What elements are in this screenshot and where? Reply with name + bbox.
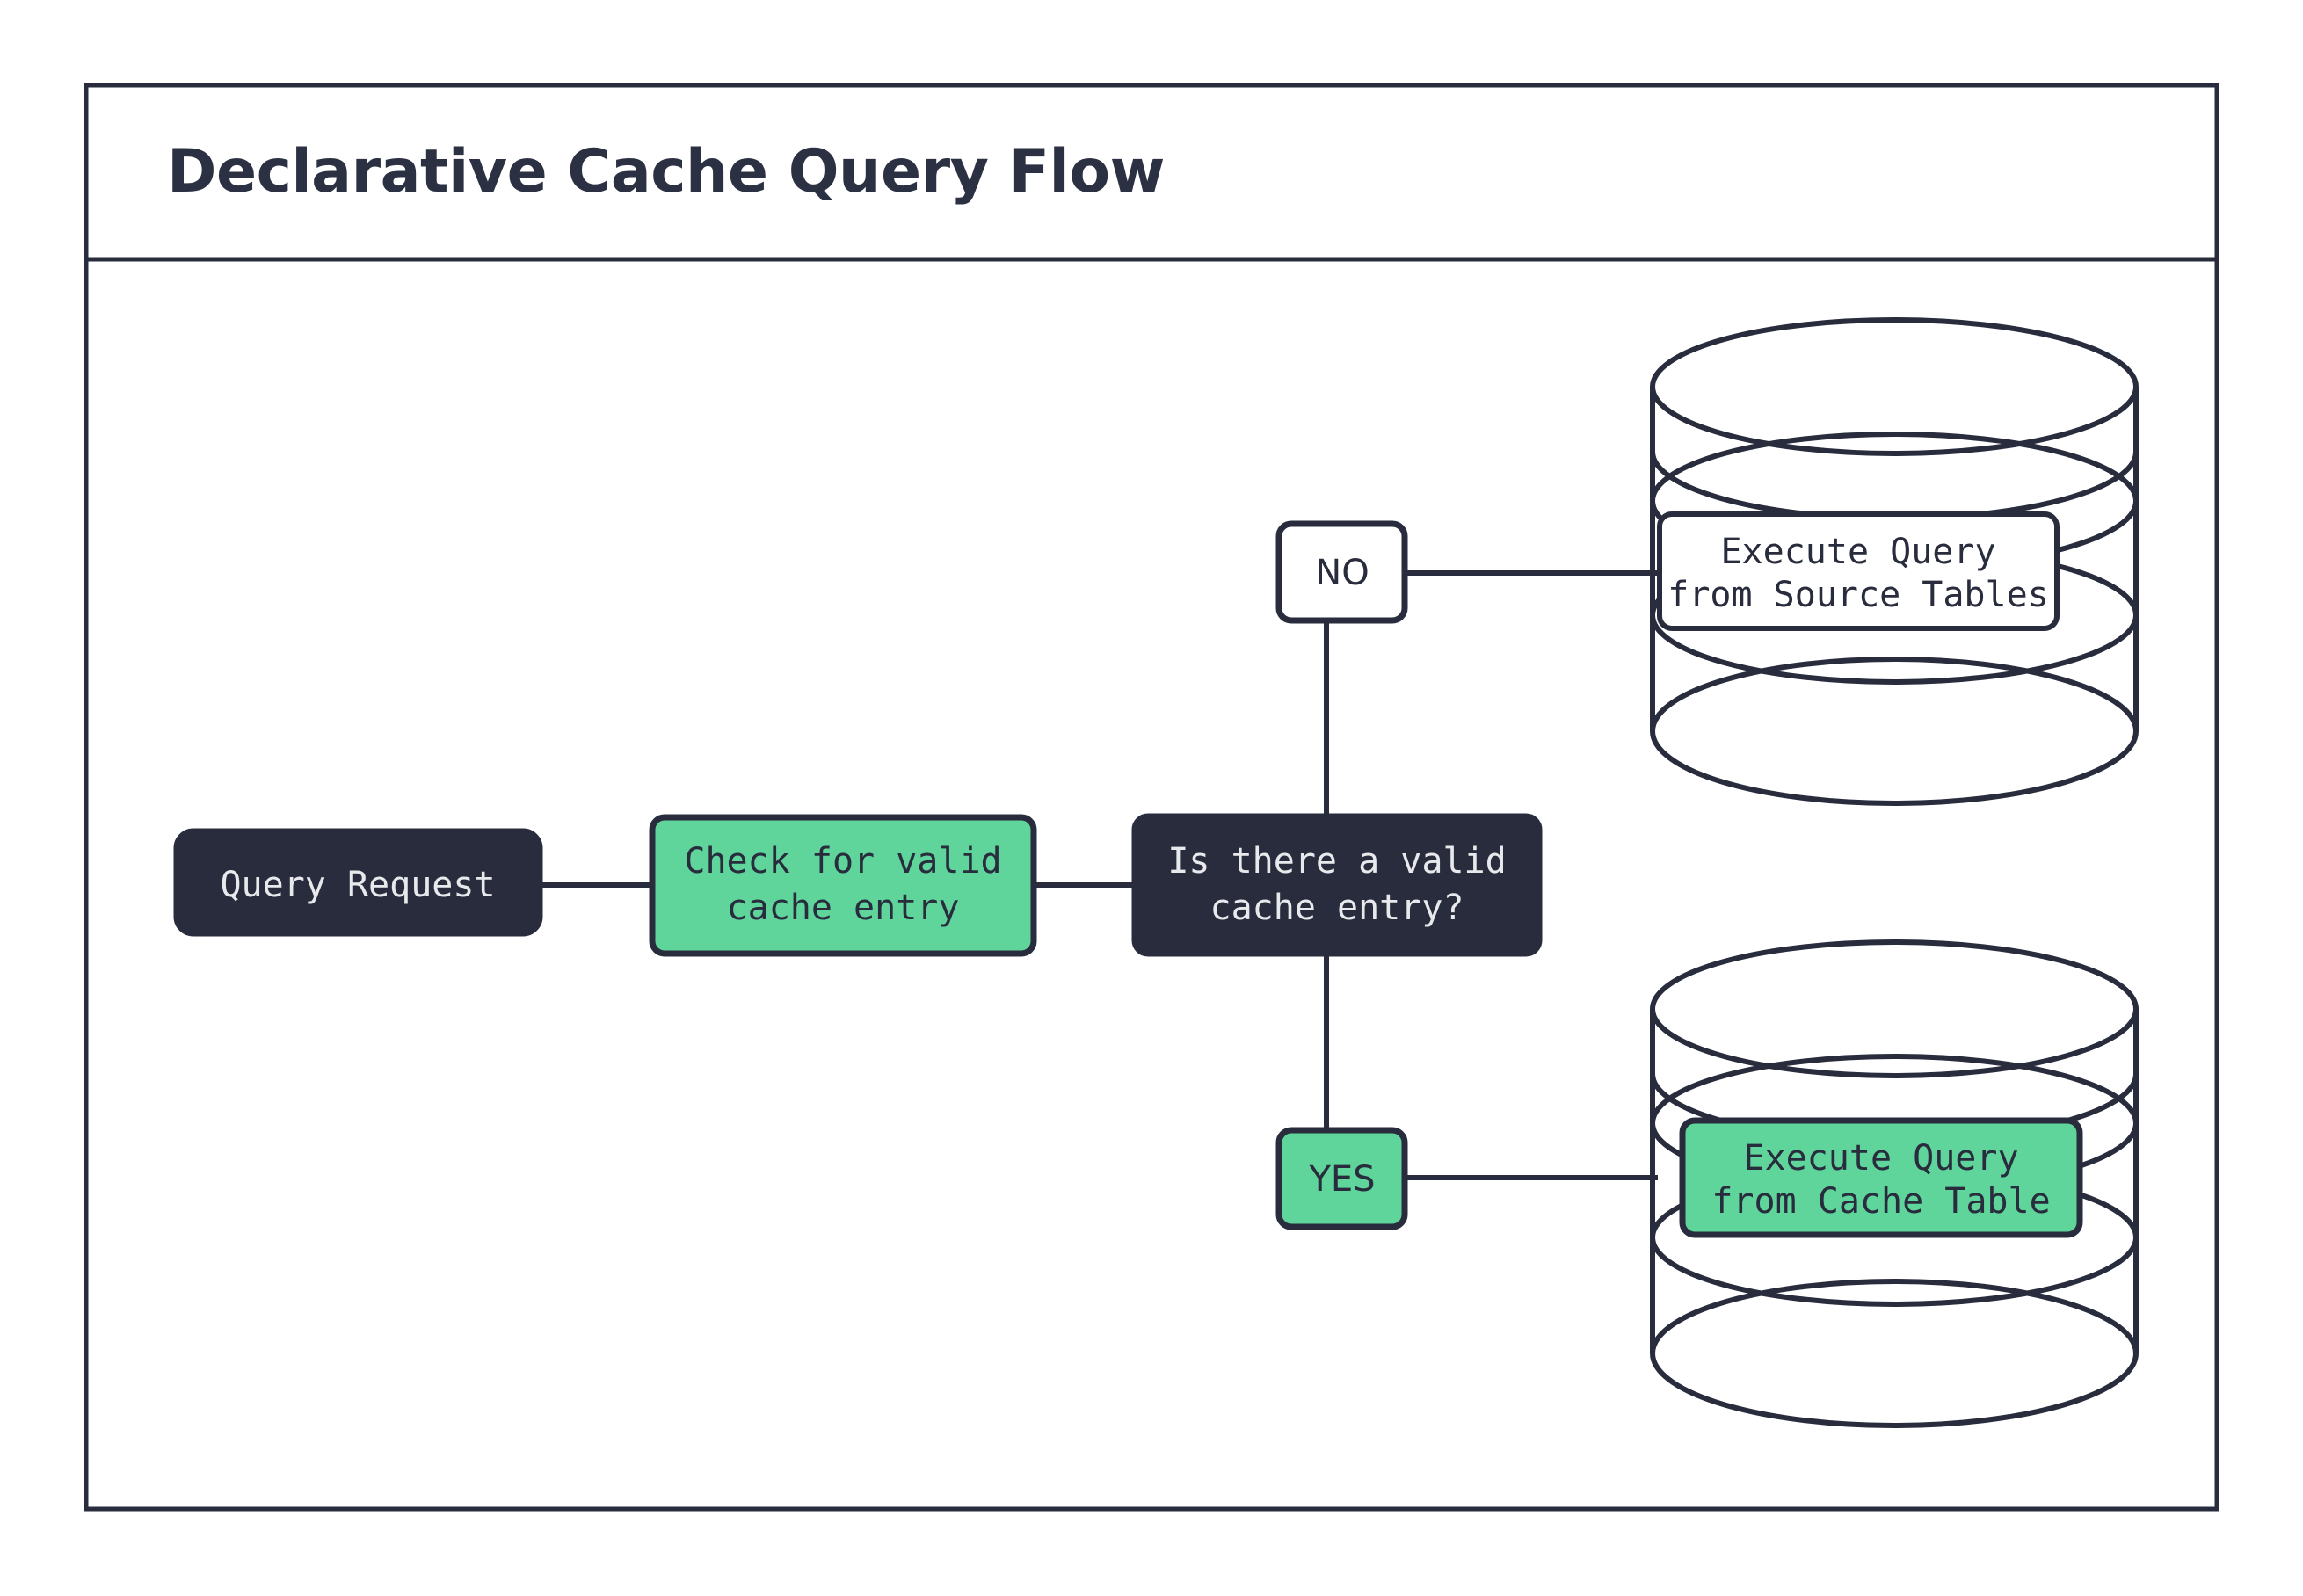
cache-db-label-line1: Execute Query bbox=[1743, 1138, 2018, 1179]
check-cache-label-line2: cache entry bbox=[727, 888, 960, 928]
decision-label-line2: cache entry? bbox=[1210, 888, 1464, 928]
diagram-frame bbox=[84, 83, 2219, 1512]
page-title: Declarative Cache Query Flow bbox=[167, 137, 1165, 207]
cache-db-label-line2: from Cache Table bbox=[1711, 1181, 2050, 1222]
branch-label-no[interactable]: NO bbox=[1275, 520, 1408, 624]
decision-label-line1: Is there a valid bbox=[1167, 841, 1506, 881]
yes-label: YES bbox=[1308, 1159, 1375, 1200]
source-db-label-line2: from Source Tables bbox=[1667, 575, 2048, 615]
node-decision-valid-cache[interactable]: Is there a valid cache entry? bbox=[1131, 813, 1543, 957]
no-label: NO bbox=[1315, 553, 1369, 593]
check-cache-label-line1: Check for valid bbox=[684, 841, 1001, 881]
node-check-cache-entry[interactable]: Check for valid cache entry bbox=[649, 814, 1037, 957]
cache-table-label: Execute Query from Cache Table bbox=[1679, 1117, 2083, 1238]
source-tables-label: Execute Query from Source Tables bbox=[1657, 511, 2060, 631]
cache-table-database-icon bbox=[1650, 939, 2139, 1428]
query-request-label: Query Request bbox=[220, 865, 495, 905]
branch-label-yes[interactable]: YES bbox=[1275, 1127, 1408, 1230]
node-query-request[interactable]: Query Request bbox=[173, 828, 543, 937]
source-db-label-line1: Execute Query bbox=[1720, 532, 1995, 572]
